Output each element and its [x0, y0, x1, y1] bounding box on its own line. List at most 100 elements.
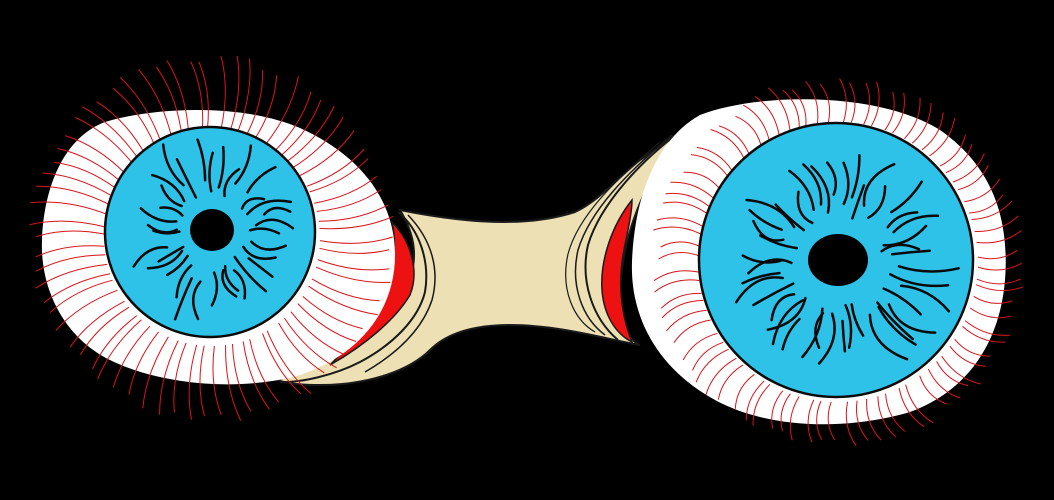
iris-fiber	[752, 219, 785, 242]
sclera-vein	[199, 345, 205, 417]
sclera-vein	[96, 101, 146, 154]
iris-fiber	[234, 144, 253, 185]
sclera-vein	[55, 289, 118, 331]
iris-fiber	[254, 218, 295, 230]
iris-fiber	[745, 198, 796, 229]
iris-fiber	[781, 317, 801, 351]
iris-fiber	[262, 206, 292, 216]
iris-fiber	[841, 319, 847, 353]
sclera-vein	[666, 309, 707, 332]
iris-fiber	[146, 223, 179, 234]
sclera-vein	[232, 343, 252, 412]
iris-fiber	[886, 211, 919, 229]
sclera-vein	[242, 341, 270, 410]
iris-fiber	[817, 312, 836, 365]
sclera-vein	[690, 154, 728, 177]
sclera-vein	[49, 279, 113, 313]
sclera-vein	[964, 320, 1010, 336]
sclera-vein	[977, 249, 1018, 260]
sclera-vein	[319, 236, 393, 244]
iris-fiber	[802, 163, 823, 206]
iris-fiber	[851, 184, 866, 220]
sclera-vein	[220, 56, 226, 131]
sclera-vein	[155, 66, 183, 135]
right-sclera-veins	[653, 78, 1024, 447]
sclera-vein	[692, 341, 724, 371]
sclera-vein	[658, 251, 699, 260]
sclera-vein	[656, 217, 703, 227]
iris-fiber	[192, 280, 202, 321]
iris-fiber	[217, 145, 225, 189]
sclera-vein	[212, 345, 222, 416]
iris-fiber	[150, 173, 186, 203]
sclera-vein	[245, 70, 264, 136]
sclera-vein	[863, 82, 871, 125]
sclera-vein	[745, 380, 765, 421]
sclera-vein	[188, 344, 198, 420]
sclera-vein	[283, 317, 337, 369]
sclera-vein	[673, 319, 711, 343]
sclera-vein	[927, 368, 961, 399]
sclera-vein	[43, 273, 111, 303]
sclera-vein	[898, 387, 925, 428]
sclera-vein	[682, 332, 718, 361]
iris-fiber	[887, 303, 937, 334]
sclera-vein	[65, 135, 126, 174]
iris-fiber	[752, 282, 795, 307]
iris-fiber	[210, 271, 219, 307]
sclera-vein	[911, 102, 932, 144]
sclera-vein	[885, 393, 906, 432]
sclera-vein	[866, 398, 882, 441]
sclera-vein	[317, 259, 390, 271]
sclera-vein	[805, 80, 819, 124]
iris-fiber	[842, 161, 850, 206]
iris-fiber	[223, 167, 241, 198]
sclera-vein	[314, 176, 378, 204]
iris-fiber	[770, 293, 796, 322]
sclera-vein	[290, 311, 345, 356]
sclera-vein	[717, 364, 744, 400]
sclera-vein	[665, 192, 710, 208]
sclera-vein	[653, 226, 702, 235]
left-iris-fibers	[132, 138, 295, 321]
sclera-vein	[81, 106, 139, 160]
iris-fiber	[747, 258, 793, 275]
sclera-vein	[266, 330, 312, 395]
sclera-vein	[780, 393, 791, 432]
sclera-vein	[225, 345, 242, 421]
sclera-vein	[734, 373, 755, 409]
iris-fiber	[741, 254, 785, 264]
sclera-vein	[138, 69, 173, 138]
sclera-vein	[962, 325, 1006, 343]
iris-fiber	[246, 199, 293, 216]
sclera-vein	[892, 92, 905, 134]
iris-fiber	[223, 264, 240, 292]
sclera-vein	[112, 325, 151, 388]
iris-fiber	[175, 158, 198, 199]
iris-fiber	[889, 273, 950, 288]
iris-fiber	[877, 305, 917, 346]
sclera-vein	[969, 194, 1004, 214]
iris-fiber	[880, 243, 921, 253]
sclera-vein	[190, 61, 204, 131]
iris-fiber	[810, 165, 831, 214]
bridge-crease-right-3	[565, 141, 661, 333]
sclera-vein	[816, 400, 823, 440]
sclera-vein	[265, 76, 299, 145]
iris-fiber	[246, 165, 277, 194]
sclera-vein	[654, 279, 700, 293]
left-eyeball	[29, 55, 395, 421]
sclera-vein	[705, 357, 737, 395]
sclera-vein	[771, 390, 784, 429]
sclera-vein	[782, 89, 800, 128]
right-eyeball	[631, 78, 1024, 447]
sclera-vein	[929, 118, 956, 157]
sclera-vein	[941, 355, 981, 385]
iris-fiber	[796, 190, 814, 225]
sclera-vein	[35, 185, 110, 205]
left-pupil	[190, 209, 234, 251]
iris-fiber	[788, 169, 815, 212]
iris-fiber	[146, 249, 184, 270]
sclera-vein	[319, 247, 390, 254]
